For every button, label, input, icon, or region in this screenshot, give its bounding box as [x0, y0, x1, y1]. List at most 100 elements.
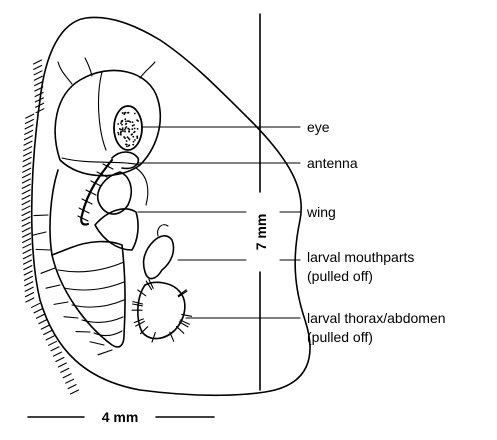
hatch-stroke	[22, 217, 30, 221]
antenna-segment	[78, 216, 88, 221]
eye-dot	[128, 130, 130, 132]
eye-dot	[133, 132, 135, 134]
label-mouthparts-2: (pulled off)	[307, 268, 373, 284]
eye-dot	[124, 137, 126, 139]
eye-dot	[128, 144, 130, 146]
larval-mouthparts-hook	[158, 225, 168, 236]
hatch-stroke	[36, 109, 44, 113]
eye-dot	[118, 134, 120, 136]
bristle	[32, 232, 46, 235]
eye-dot	[128, 137, 130, 139]
eye-dot	[125, 120, 127, 122]
eye-dot	[128, 120, 130, 122]
head-crease	[99, 72, 106, 150]
eye-dot	[126, 146, 128, 148]
hatch-stroke	[22, 201, 30, 205]
hatch-stroke	[23, 239, 31, 243]
hatch-stroke	[63, 374, 71, 378]
eye-dot	[122, 127, 124, 129]
hatch-stroke	[34, 71, 42, 75]
hatch-stroke	[25, 130, 33, 134]
hatch-stroke	[71, 390, 79, 394]
hatch-stroke	[26, 298, 34, 302]
eye-dot	[136, 137, 138, 139]
hatch-stroke	[34, 60, 42, 64]
hatch-stroke	[22, 190, 30, 194]
eye-dot	[120, 122, 122, 124]
eye-dot	[122, 129, 124, 131]
label-eye: eye	[307, 119, 330, 135]
label-mouthparts-1: larval mouthparts	[307, 249, 414, 265]
abdomen-segment	[58, 262, 124, 272]
hatch-stroke	[24, 271, 32, 275]
eye-dot	[124, 131, 126, 133]
eye-dot	[134, 113, 136, 115]
hatch-stroke	[22, 184, 30, 188]
abdomen-segment	[72, 300, 124, 307]
eye-dot	[121, 120, 123, 122]
eye-dot	[137, 128, 139, 130]
leg-fold	[136, 168, 148, 205]
hatch-stroke	[61, 368, 69, 372]
hatch-stroke	[22, 206, 30, 210]
antenna-base	[112, 152, 138, 168]
eye-dot	[126, 140, 128, 142]
hatch-stroke	[22, 233, 30, 237]
eye-dot	[124, 129, 126, 131]
hatch-stroke	[51, 347, 59, 351]
eye-dot	[131, 128, 133, 130]
eye-dot	[120, 131, 122, 133]
eye-dot	[122, 112, 124, 114]
eye-dot	[131, 134, 133, 136]
eye-dot	[134, 139, 136, 141]
larval-bristles	[132, 279, 192, 342]
thorax-line	[50, 170, 58, 255]
cocoon-outline	[32, 17, 310, 395]
head-divider	[62, 158, 140, 165]
eye-dot	[117, 132, 119, 134]
hatch-stroke	[22, 179, 30, 183]
hatch-stroke	[58, 363, 66, 367]
hatch-stroke	[22, 222, 30, 226]
larval-mouthparts	[144, 236, 174, 279]
eye-dot	[132, 136, 134, 138]
eye-dot	[136, 119, 138, 121]
bristle	[41, 268, 55, 273]
abdomen-outline	[52, 242, 125, 347]
antenna-tip-right	[140, 62, 155, 78]
eye-dot	[120, 134, 122, 136]
hatch-stroke	[24, 276, 32, 280]
hatch-stroke	[24, 266, 32, 270]
eye-dot	[134, 128, 136, 130]
hatch-stroke	[22, 195, 30, 199]
hatch-stroke	[24, 136, 32, 140]
hatch-stroke	[26, 114, 34, 118]
eye-dot	[120, 129, 122, 131]
bristle	[64, 317, 78, 318]
hatch-stroke	[25, 125, 33, 129]
hatch-stroke	[56, 358, 64, 362]
bristle	[90, 342, 104, 345]
abdomen-segments	[58, 262, 124, 336]
eye-dot	[117, 123, 119, 125]
bristle	[46, 285, 60, 288]
hatch-stroke	[36, 314, 44, 318]
eye-dot	[133, 141, 135, 143]
hatch-stroke	[26, 293, 34, 297]
hatch-stroke	[23, 168, 31, 172]
hatch-stroke	[22, 211, 30, 215]
hatch-stroke	[34, 309, 42, 313]
abdomen-segment	[82, 317, 123, 322]
bristle	[36, 249, 50, 250]
antenna-tip-left	[58, 62, 72, 84]
abdomen-segment	[64, 282, 124, 290]
hatch-stroke	[25, 120, 33, 124]
label-wing: wing	[306, 204, 336, 220]
hatch-stroke	[23, 152, 31, 156]
eye-dot	[127, 112, 129, 114]
hatch-stroke	[23, 244, 31, 248]
head-bristle	[85, 58, 92, 76]
larval-bristle	[152, 333, 155, 343]
